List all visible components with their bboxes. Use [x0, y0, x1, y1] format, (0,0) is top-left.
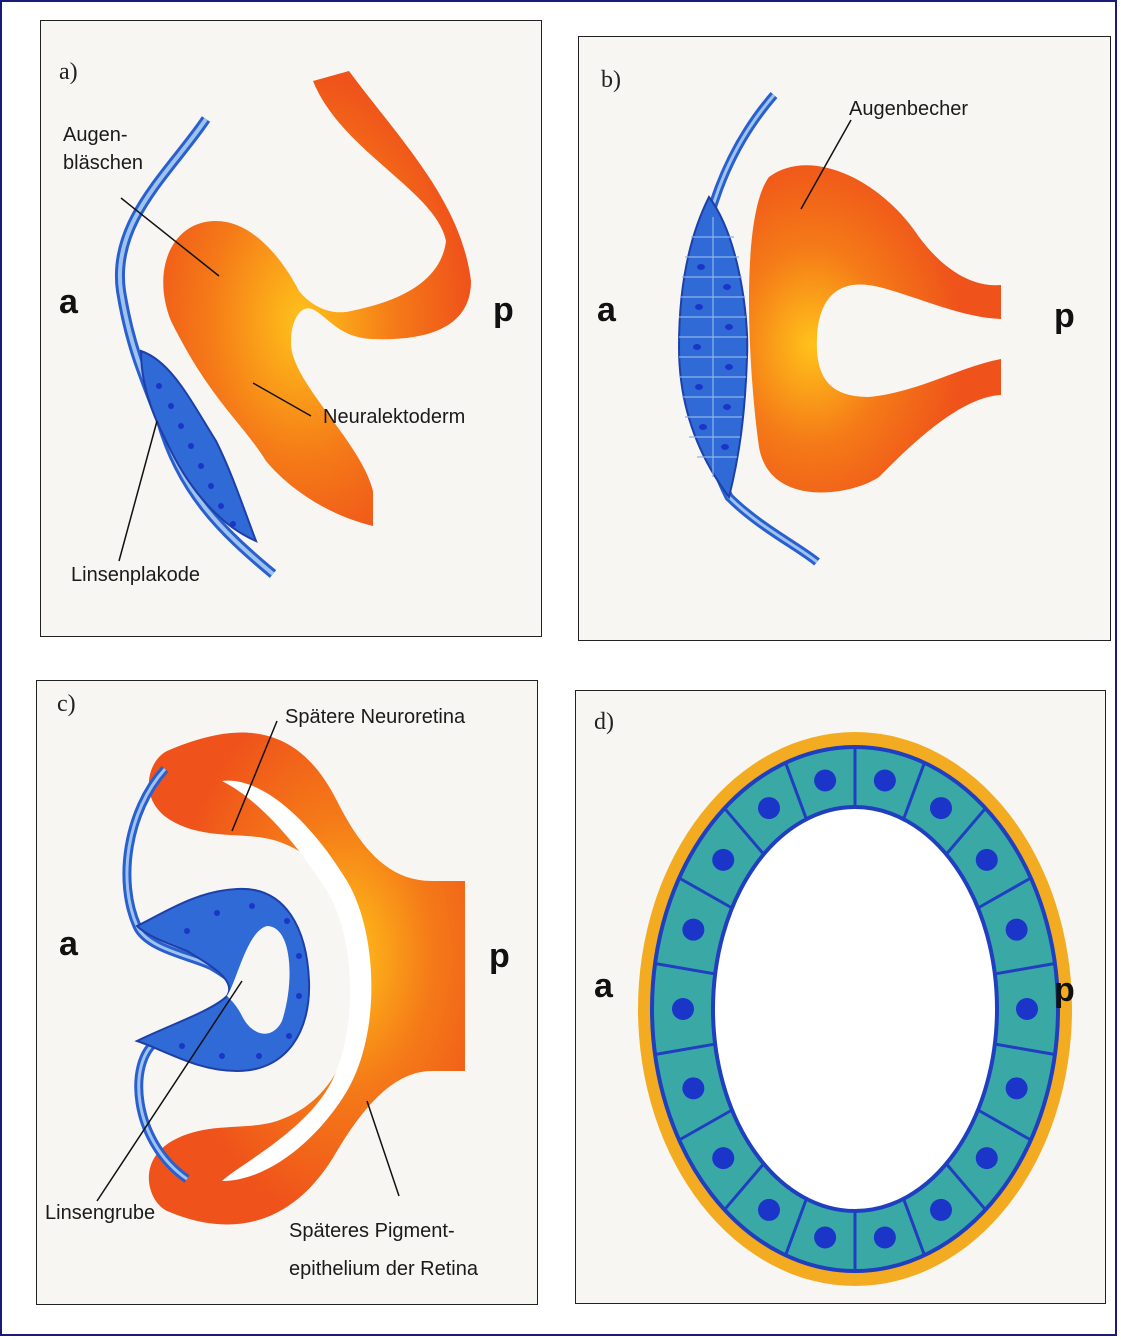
panel-b-illustration	[579, 37, 1111, 641]
panel-label: a)	[59, 59, 78, 86]
cell-nucleus	[930, 797, 952, 819]
cell-nucleus	[976, 849, 998, 871]
anterior-label: a	[597, 291, 616, 330]
anterior-label: a	[594, 967, 613, 1006]
cell-nucleus	[976, 1147, 998, 1169]
panel-label: b)	[601, 67, 621, 94]
posterior-label: p	[493, 291, 514, 330]
panel-a: a) Augen- bläschen Neuralektoderm Linsen…	[40, 20, 542, 637]
cell-nucleus	[814, 1226, 836, 1248]
panel-b: b) Augenbecher a p	[578, 36, 1111, 641]
cell-nucleus	[1006, 919, 1028, 941]
anterior-label: a	[59, 283, 78, 322]
callout-neuroretina: Spätere Neuroretina	[285, 705, 465, 729]
cell-nucleus	[874, 1226, 896, 1248]
cell-nucleus	[712, 1147, 734, 1169]
cell-nucleus	[672, 998, 694, 1020]
callout-linsenplakode: Linsenplakode	[71, 563, 200, 587]
callout-pigment-line1: Späteres Pigment-	[289, 1219, 455, 1243]
vesicle-lumen	[713, 807, 997, 1211]
leader-pigmentepithel	[367, 1101, 399, 1196]
cell-nucleus	[758, 1199, 780, 1221]
anterior-label: a	[59, 925, 78, 964]
callout-augenbecher: Augenbecher	[849, 97, 968, 121]
callout-neuralektoderm: Neuralektoderm	[323, 405, 465, 429]
posterior-label: p	[489, 937, 510, 976]
callout-pigment-line2: epithelium der Retina	[289, 1257, 478, 1281]
callout-blaeschen: bläschen	[63, 151, 143, 175]
leader-linsenplakode	[119, 421, 157, 561]
cell-nucleus	[758, 797, 780, 819]
callout-augen: Augen-	[63, 123, 128, 147]
cell-nucleus	[712, 849, 734, 871]
cell-nucleus	[930, 1199, 952, 1221]
panel-c: c) Spätere Neuroretina Linsengrube Späte…	[36, 680, 538, 1305]
callout-linsengrube: Linsengrube	[45, 1201, 155, 1225]
panel-label: c)	[57, 691, 76, 718]
cell-nucleus	[1016, 998, 1038, 1020]
posterior-label: p	[1054, 297, 1075, 336]
panel-d-illustration	[576, 691, 1106, 1304]
cell-nucleus	[682, 919, 704, 941]
cell-nucleus	[1006, 1077, 1028, 1099]
optic-cup	[749, 165, 1001, 492]
panel-d: d) a p	[575, 690, 1106, 1304]
cell-nucleus	[682, 1077, 704, 1099]
cell-nucleus	[874, 770, 896, 792]
cell-nucleus	[814, 770, 836, 792]
panel-label: d)	[594, 709, 614, 736]
posterior-label: p	[1054, 971, 1075, 1010]
panel-a-illustration	[41, 21, 542, 637]
